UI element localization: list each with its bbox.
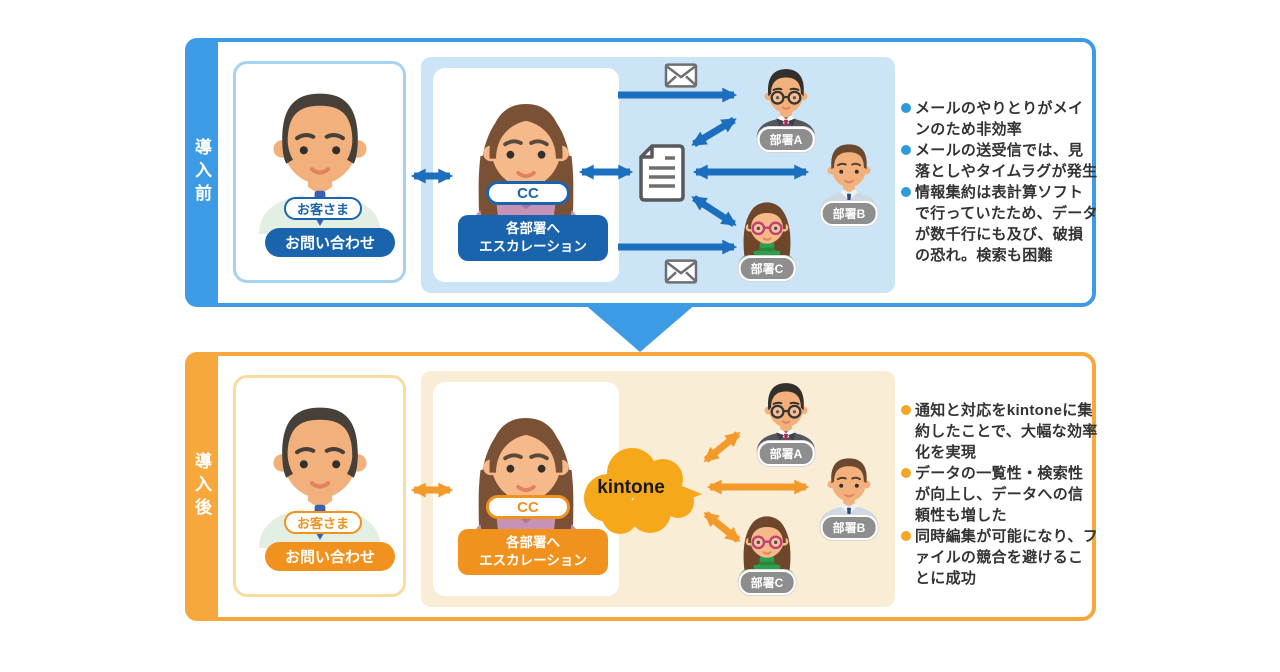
dept-a-person-after: 部署A xyxy=(747,374,825,466)
customer-role-badge: お客さま xyxy=(284,511,362,534)
dept-c-badge: 部署C xyxy=(738,256,796,281)
cc-avatar xyxy=(448,78,604,234)
escalation-line1: 各部署へ xyxy=(506,535,560,551)
escalation-line1: 各部署へ xyxy=(506,221,560,237)
bullet-item: 情報集約は表計算ソフトで行っていたため、データが数千行にも及び、破損の恐れ。検索… xyxy=(901,182,1098,266)
kintone-cloud-icon xyxy=(584,448,702,534)
dept-c-person-before: 部署C xyxy=(727,189,807,281)
bullet-text: データの一覧性・検索性が向上し、データへの信頼性も増した xyxy=(915,465,1084,524)
flow-down-arrow-icon xyxy=(583,303,697,352)
bullet-dot-icon xyxy=(901,405,911,415)
dept-c-person-after: 部署C xyxy=(727,503,807,595)
dept-b-badge: 部署B xyxy=(820,201,878,226)
phase-label-after: 導入後 xyxy=(192,452,211,521)
cc-role-badge: CC xyxy=(486,495,570,519)
customer-card-before: お客さま お問い合わせ xyxy=(233,61,406,283)
escalation-line2: エスカレーション xyxy=(479,239,587,254)
escalation-label: 各部署へ エスカレーション xyxy=(458,215,608,261)
escalation-label: 各部署へ エスカレーション xyxy=(458,529,608,575)
bullet-dot-icon xyxy=(901,145,911,155)
dept-b-person-before: 部署B xyxy=(810,134,888,226)
document-icon xyxy=(639,144,685,202)
bullet-list-after: 通知と対応をkintoneに集約したことで、大幅な効率化を実現 データの一覧性・… xyxy=(901,400,1098,589)
bullet-dot-icon xyxy=(901,103,911,113)
bullet-text: 情報集約は表計算ソフトで行っていたため、データが数千行にも及び、破損の恐れ。検索… xyxy=(915,184,1098,264)
bullet-text: メールの送受信では、見落としやタイムラグが発生 xyxy=(915,142,1098,180)
bullet-list-before: メールのやりとりがメインのため非効率 メールの送受信では、見落としやタイムラグが… xyxy=(901,98,1098,266)
phase-strip-after: 導入後 xyxy=(185,352,218,621)
customer-role-badge: お客さま xyxy=(284,197,362,220)
dept-a-badge: 部署A xyxy=(757,127,815,152)
cc-role-label: CC xyxy=(517,184,539,202)
cc-card-before: CC 各部署へ エスカレーション xyxy=(433,68,619,282)
bullet-item: メールの送受信では、見落としやタイムラグが発生 xyxy=(901,140,1098,182)
customer-role-label: お客さま xyxy=(296,202,349,217)
bullet-item: 通知と対応をkintoneに集約したことで、大幅な効率化を実現 xyxy=(901,400,1098,463)
dept-a-person-before: 部署A xyxy=(747,60,825,152)
dept-b-badge: 部署B xyxy=(820,515,878,540)
kintone-label: kintone xyxy=(597,477,665,498)
mail-icon xyxy=(664,259,698,284)
customer-role-label: お客さま xyxy=(296,516,349,531)
bullet-text: 通知と対応をkintoneに集約したことで、大幅な効率化を実現 xyxy=(915,402,1098,461)
bullet-dot-icon xyxy=(901,468,911,478)
bullet-text: メールのやりとりがメインのため非効率 xyxy=(915,100,1084,138)
bullet-item: データの一覧性・検索性が向上し、データへの信頼性も増した xyxy=(901,463,1098,526)
cc-role-badge: CC xyxy=(486,181,570,205)
bullet-item: メールのやりとりがメインのため非効率 xyxy=(901,98,1098,140)
phase-strip-before: 導入前 xyxy=(185,38,218,307)
dept-a-badge: 部署A xyxy=(757,441,815,466)
kintone-cloud: kintone xyxy=(578,440,702,544)
bullet-text: 同時編集が可能になり、ファイルの競合を避けることに成功 xyxy=(915,528,1099,587)
escalation-line2: エスカレーション xyxy=(479,553,587,568)
inquiry-label: お問い合わせ xyxy=(265,228,395,257)
mail-icon xyxy=(664,63,698,88)
dept-c-badge: 部署C xyxy=(738,570,796,595)
inquiry-label: お問い合わせ xyxy=(265,542,395,571)
dept-b-person-after: 部署B xyxy=(810,448,888,540)
phase-label-before: 導入前 xyxy=(192,138,211,207)
cc-role-label: CC xyxy=(517,498,539,516)
bullet-dot-icon xyxy=(901,531,911,541)
customer-card-after: お客さま お問い合わせ xyxy=(233,375,406,597)
bullet-item: 同時編集が可能になり、ファイルの競合を避けることに成功 xyxy=(901,526,1098,589)
bullet-dot-icon xyxy=(901,187,911,197)
